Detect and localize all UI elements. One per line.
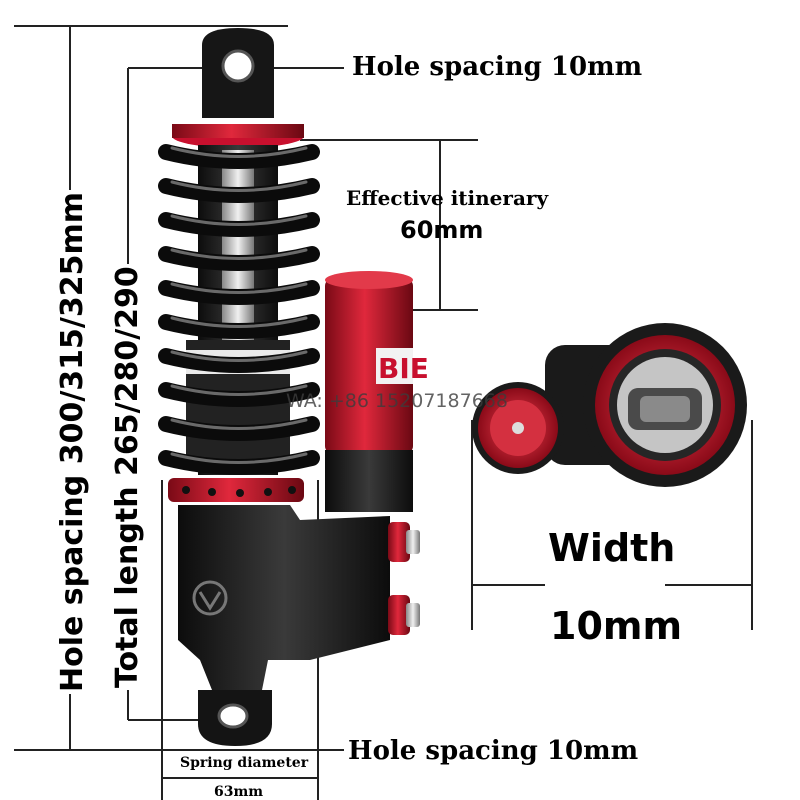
watermark-text: WA: +86 15207187668 [286,390,508,412]
hole-spacing-bottom-label: Hole spacing 10mm [348,736,639,766]
spring-diameter-label: Spring diameter [180,755,309,771]
top-mount [202,28,274,118]
hole-spacing-top-label: Hole spacing 10mm [352,52,643,82]
lower-body [178,505,420,690]
preload-collar [168,478,304,502]
total-length-vertical-label: Total length 265/280/290 [110,264,145,690]
brand-mark: BIE [378,352,429,385]
hole-spacing-vertical-label: Hole spacing 300/315/325mm [55,189,90,694]
bottom-mount [198,690,272,746]
top-view [472,323,747,487]
gas-reservoir: BIE [325,271,429,512]
spring-diameter-value: 63mm [214,784,264,800]
effective-itinerary-label: Effective itinerary [346,186,549,210]
width-label: Width [548,526,676,570]
width-value: 10mm [550,604,683,648]
effective-itinerary-value: 60mm [400,216,484,244]
piston-rod [222,150,254,340]
coil-spring [158,144,320,475]
